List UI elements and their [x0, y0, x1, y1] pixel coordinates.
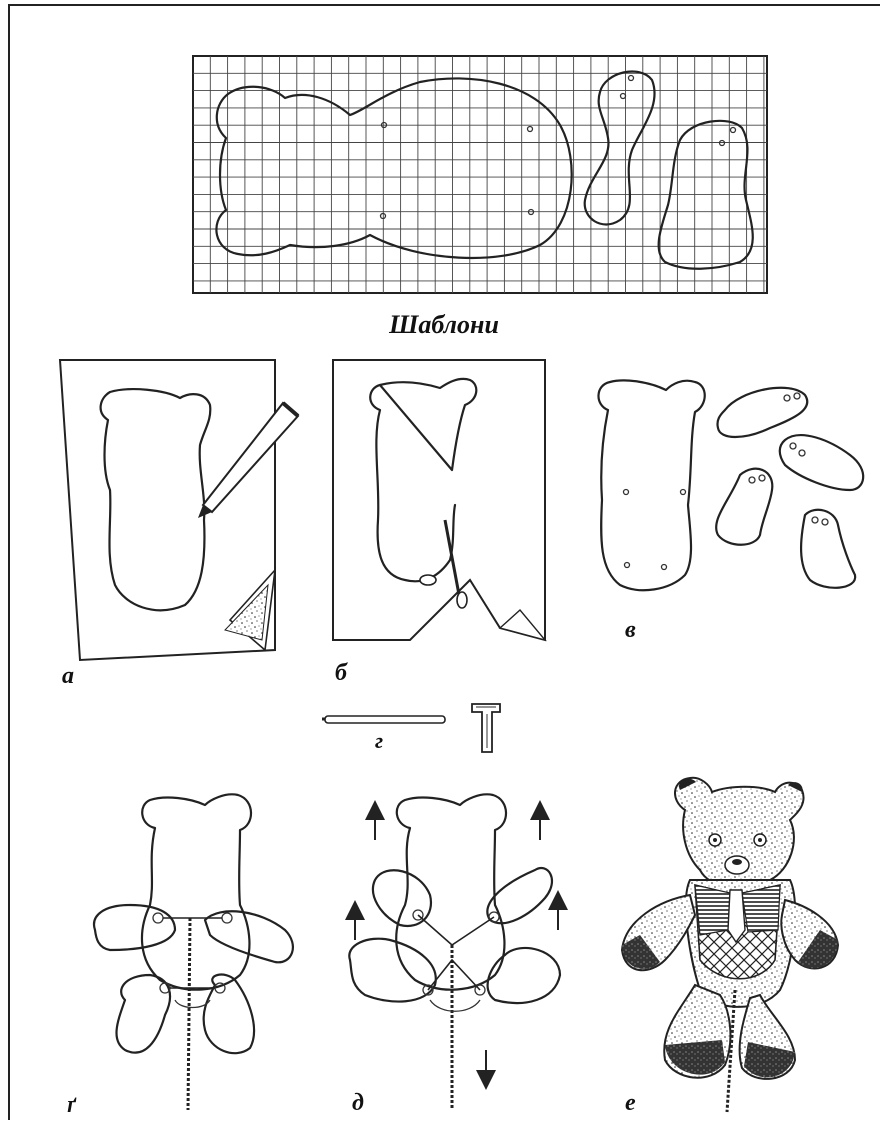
label-a: а: [62, 663, 74, 690]
step-b-drawing: [333, 360, 545, 640]
label-g: ґ: [67, 1092, 76, 1119]
label-h: г: [375, 728, 383, 754]
step-g-drawing: [94, 794, 293, 1110]
step-e-bear: [622, 778, 838, 1112]
label-v: в: [625, 617, 636, 644]
step-h-tools: [322, 704, 500, 752]
step-a-drawing: [60, 360, 298, 660]
templates-title: Шаблони: [0, 310, 888, 340]
step-v-pieces: [598, 380, 863, 590]
step-d-drawing: [349, 794, 560, 1110]
label-d: д: [352, 1090, 364, 1117]
label-e: е: [625, 1090, 636, 1117]
label-b: б: [335, 660, 347, 687]
